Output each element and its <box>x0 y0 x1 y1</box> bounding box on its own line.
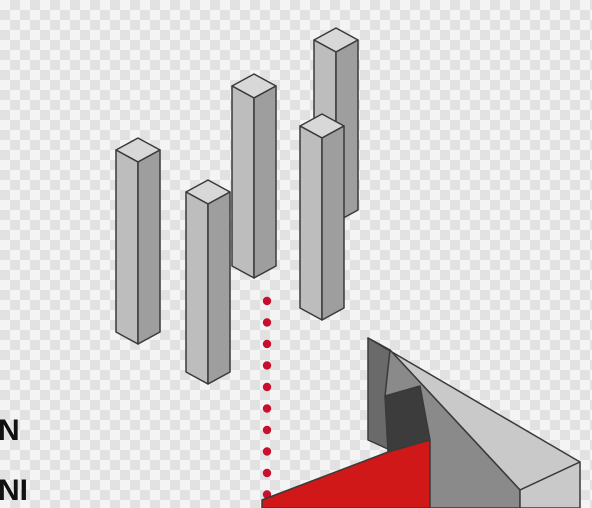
dot <box>262 318 272 327</box>
pillar-right-face <box>253 85 277 279</box>
pillar <box>115 137 161 345</box>
dot <box>262 361 272 370</box>
pillar-right-face <box>321 125 345 321</box>
dot <box>262 382 272 392</box>
pillar-left-face <box>185 191 209 385</box>
pillar-right-face <box>137 149 161 345</box>
dot <box>262 447 272 456</box>
building-structure <box>261 337 581 508</box>
label-text-line-2: NI <box>0 474 28 507</box>
dot <box>262 339 272 349</box>
pillar-left-face <box>231 85 255 279</box>
pillar <box>185 179 231 385</box>
pillar <box>299 113 345 321</box>
dot <box>262 404 272 413</box>
pillar-right-face <box>207 191 231 385</box>
dot <box>262 296 272 306</box>
pillar-left-face <box>299 125 323 321</box>
pillar <box>231 73 277 279</box>
pillar-left-face <box>115 149 139 345</box>
dot <box>262 425 272 435</box>
dot <box>262 468 272 478</box>
shell-right-side <box>519 461 581 508</box>
label-text-line-1: N <box>0 414 20 447</box>
dotted-line <box>262 296 272 499</box>
pillars-group <box>115 27 359 385</box>
